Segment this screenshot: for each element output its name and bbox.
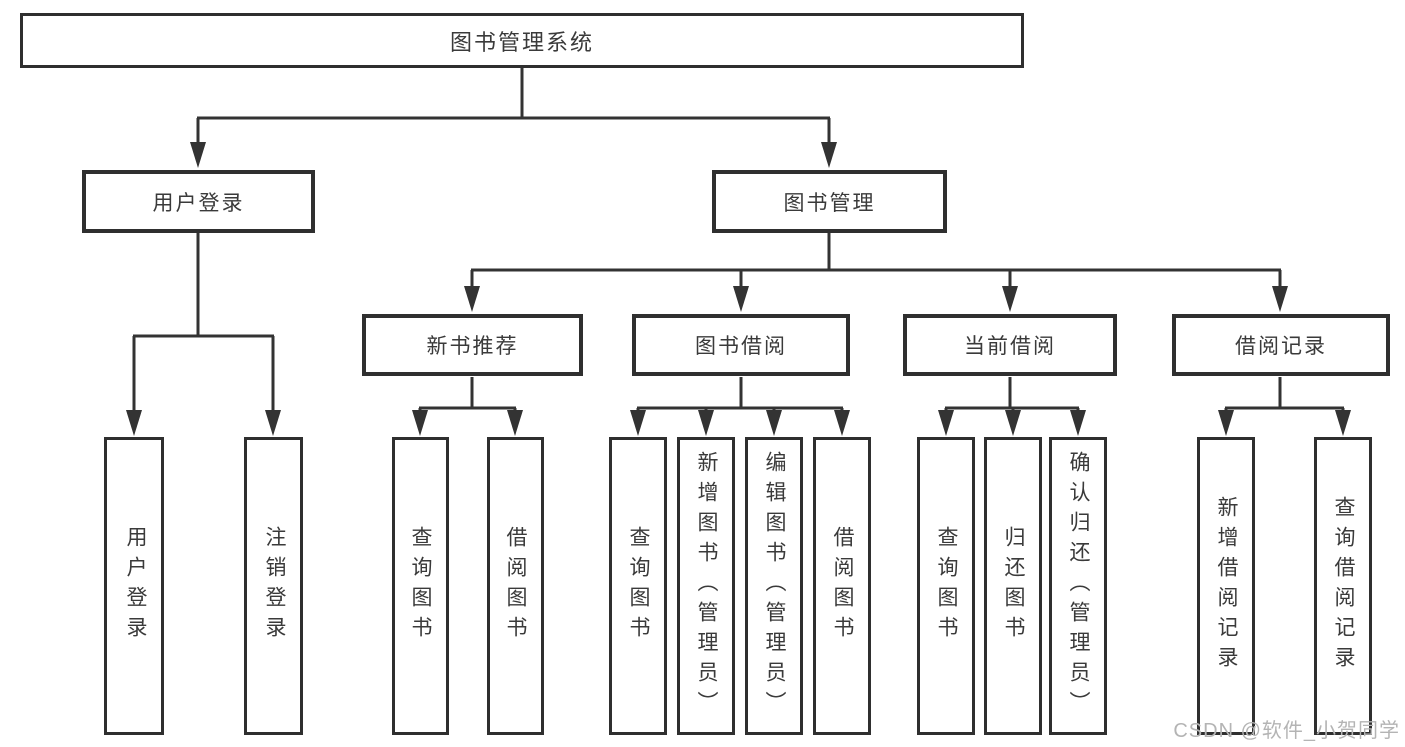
connector-new-book-recommend [412, 377, 523, 436]
leaf-confirm-return-admin: 确认归还（管理员） [1049, 437, 1107, 735]
connector-book-management [464, 233, 1288, 312]
node-current-borrowing: 当前借阅 [903, 314, 1117, 376]
leaf-borrow-books-recommend: 借阅图书 [487, 437, 544, 735]
connector-current-borrowing [938, 377, 1086, 436]
node-book-management: 图书管理 [712, 170, 947, 233]
watermark: CSDN @软件_小贺同学 [1173, 720, 1400, 742]
connector-user-login [126, 233, 281, 436]
leaf-add-books-admin: 新增图书（管理员） [677, 437, 735, 735]
leaf-borrow-books-borrowing: 借阅图书 [813, 437, 871, 735]
connector-book-borrowing [630, 377, 850, 436]
node-root: 图书管理系统 [20, 13, 1024, 68]
leaf-user-login: 用户登录 [104, 437, 164, 735]
connector-root [190, 66, 837, 168]
leaf-query-books-recommend: 查询图书 [392, 437, 449, 735]
leaf-add-borrow-record: 新增借阅记录 [1197, 437, 1255, 735]
leaf-return-books: 归还图书 [984, 437, 1042, 735]
leaf-query-books-borrowing: 查询图书 [609, 437, 667, 735]
leaf-edit-books-admin: 编辑图书（管理员） [745, 437, 803, 735]
node-user-login: 用户登录 [82, 170, 315, 233]
node-borrowing-records: 借阅记录 [1172, 314, 1390, 376]
node-book-borrowing: 图书借阅 [632, 314, 850, 376]
node-new-book-recommend: 新书推荐 [362, 314, 583, 376]
leaf-query-books-current: 查询图书 [917, 437, 975, 735]
connector-borrowing-records [1218, 377, 1351, 436]
leaf-logout-login: 注销登录 [244, 437, 303, 735]
leaf-query-borrow-record: 查询借阅记录 [1314, 437, 1372, 735]
